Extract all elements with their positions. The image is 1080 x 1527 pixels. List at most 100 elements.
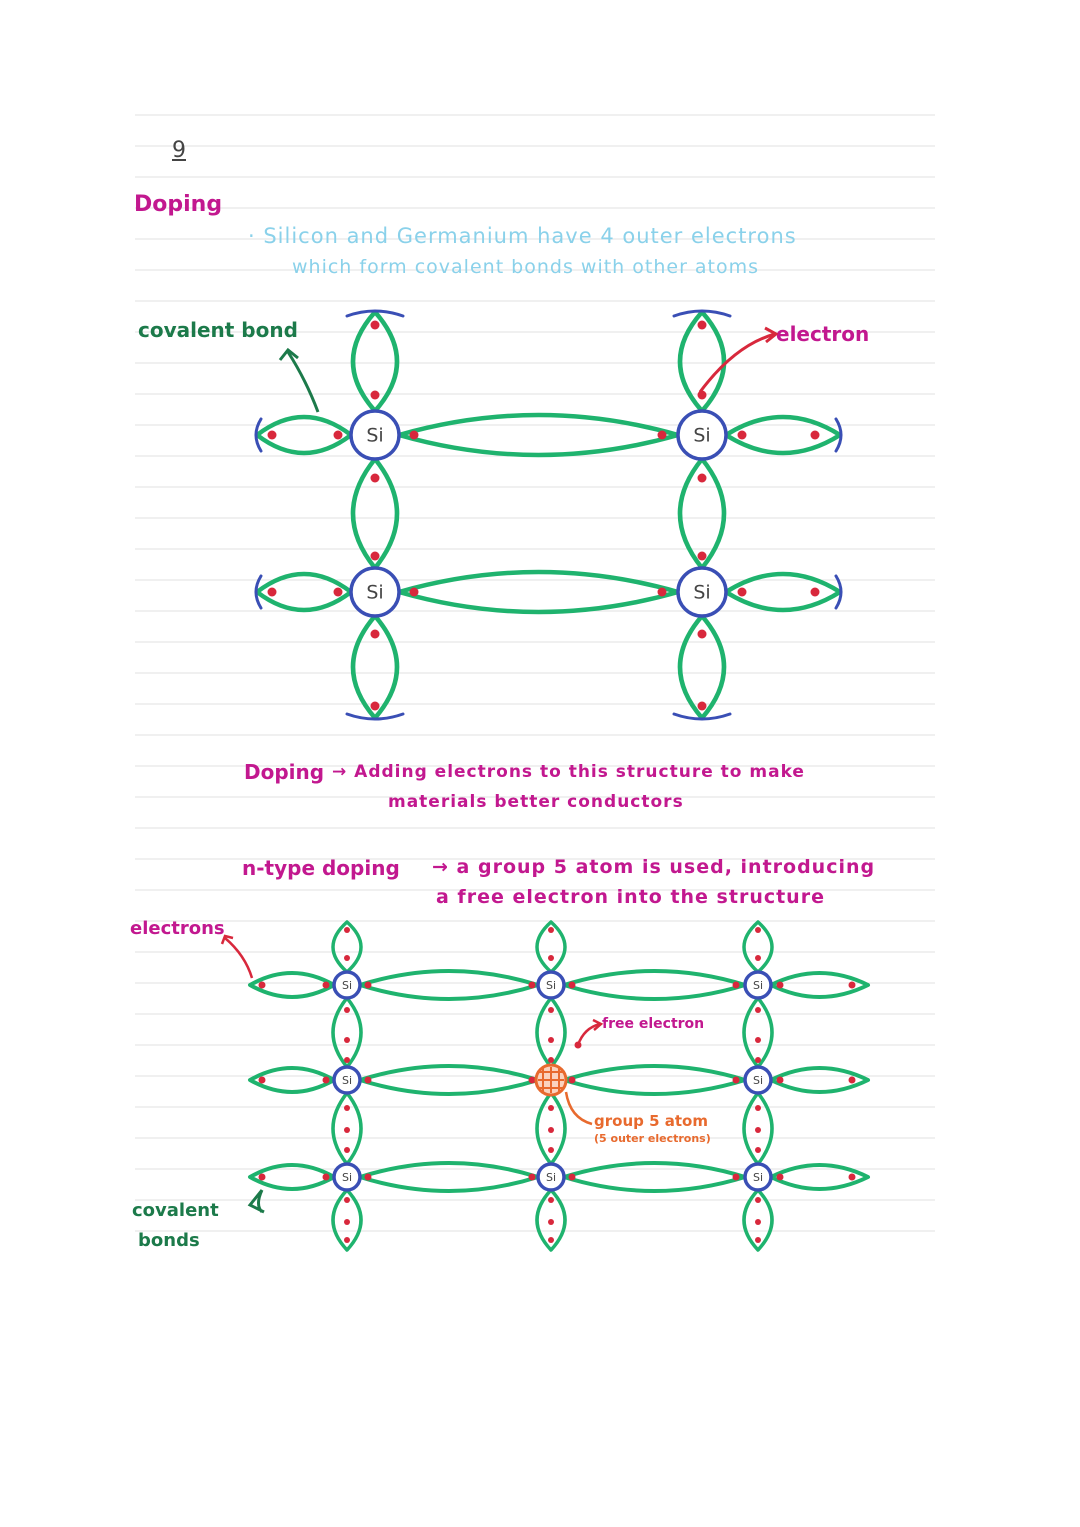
electron-dot bbox=[755, 1057, 761, 1063]
electron-dot bbox=[697, 320, 707, 330]
covalent-bond bbox=[562, 1161, 747, 1193]
electron-dot bbox=[528, 981, 536, 989]
electron-dot bbox=[697, 390, 707, 400]
covalent-bond bbox=[769, 971, 870, 999]
electron-dot bbox=[267, 587, 277, 597]
covalent-bond-arrow bbox=[286, 351, 320, 413]
electron-arrow bbox=[698, 332, 776, 393]
arrowhead bbox=[278, 347, 299, 361]
page-number: 9 bbox=[172, 138, 186, 163]
electron-dot bbox=[548, 1147, 554, 1153]
electron-dot bbox=[568, 1173, 576, 1181]
silicon-atom bbox=[536, 970, 566, 1000]
electron-dot bbox=[364, 1173, 372, 1181]
electron-dot bbox=[848, 981, 856, 989]
free-electron-arrow bbox=[576, 1022, 601, 1046]
arrowhead bbox=[592, 1018, 604, 1031]
electron-dot bbox=[370, 551, 380, 561]
covalent-bond bbox=[358, 1161, 540, 1193]
doping-term: Doping bbox=[244, 760, 325, 784]
electron-dot bbox=[344, 1007, 350, 1013]
electron-dot bbox=[848, 1173, 856, 1181]
silicon-atom bbox=[349, 566, 401, 618]
electron-dot bbox=[409, 587, 419, 597]
electron-dot bbox=[697, 473, 707, 483]
electron-dot bbox=[548, 1105, 554, 1111]
electron-dot bbox=[657, 587, 667, 597]
electron-dot bbox=[548, 1037, 554, 1043]
electron-dot bbox=[322, 1173, 330, 1181]
electron-dot bbox=[333, 587, 343, 597]
label-group5-note: (5 outer electrons) bbox=[594, 1132, 711, 1145]
electron-dot bbox=[810, 430, 820, 440]
electron-dot bbox=[697, 701, 707, 711]
silicon-atom bbox=[676, 409, 728, 461]
electron-dot bbox=[528, 1076, 536, 1084]
atom-label: Si bbox=[342, 1171, 352, 1184]
atom-label: Si bbox=[546, 1171, 556, 1184]
label-covalent-bonds-1: covalent bbox=[132, 1200, 219, 1221]
electron-dot bbox=[755, 1127, 761, 1133]
covalent-bond bbox=[562, 969, 747, 1001]
electron-dot bbox=[548, 1057, 554, 1063]
electron-dot bbox=[776, 1173, 784, 1181]
electron-dot bbox=[848, 1076, 856, 1084]
electron-dot bbox=[548, 1197, 554, 1203]
electron-dot bbox=[344, 955, 350, 961]
electron-dot bbox=[548, 927, 554, 933]
electron-dot bbox=[732, 981, 740, 989]
lattice-edge-cap bbox=[345, 309, 405, 318]
intro-line-1: · Silicon and Germanium have 4 outer ele… bbox=[248, 224, 797, 248]
electron-dot bbox=[344, 1197, 350, 1203]
silicon-atom bbox=[349, 409, 401, 461]
electron-dot bbox=[370, 320, 380, 330]
page-title: Doping bbox=[134, 192, 223, 217]
lattice-edge-cap bbox=[834, 574, 843, 610]
atom-label: Si bbox=[753, 1171, 763, 1184]
electron-dot bbox=[344, 927, 350, 933]
electron-dot bbox=[344, 1147, 350, 1153]
electron-dot bbox=[548, 1127, 554, 1133]
covalent-bond bbox=[562, 1064, 747, 1096]
electron-dot bbox=[755, 1105, 761, 1111]
silicon-atom bbox=[743, 1065, 773, 1095]
atom-label: Si bbox=[693, 582, 710, 604]
ntype-line-2: a free electron into the structure bbox=[436, 886, 825, 908]
silicon-atom bbox=[332, 970, 362, 1000]
electron-dot bbox=[370, 473, 380, 483]
electron-dot bbox=[737, 587, 747, 597]
lattice-edge-cap bbox=[254, 574, 263, 610]
electron-dot bbox=[732, 1173, 740, 1181]
electron-dot bbox=[258, 1076, 266, 1084]
electron-dot bbox=[755, 1007, 761, 1013]
electron-dot bbox=[776, 1076, 784, 1084]
label-covalent-bond: covalent bond bbox=[138, 318, 298, 342]
electron-dot bbox=[697, 551, 707, 561]
electrons-arrow bbox=[224, 937, 254, 979]
silicon-atom bbox=[332, 1162, 362, 1192]
label-free-electron: free electron bbox=[602, 1016, 705, 1032]
atom-label: Si bbox=[342, 979, 352, 992]
electron-dot bbox=[258, 981, 266, 989]
arrowhead bbox=[764, 326, 779, 344]
intro-line-2: which form covalent bonds with other ato… bbox=[292, 256, 760, 278]
electron-dot bbox=[776, 981, 784, 989]
electron-dot bbox=[568, 981, 576, 989]
electron-dot bbox=[364, 981, 372, 989]
silicon-atom bbox=[743, 970, 773, 1000]
atom-label: Si bbox=[342, 1074, 352, 1087]
electron-dot bbox=[344, 1237, 350, 1243]
electron-dot bbox=[810, 587, 820, 597]
electron-dot bbox=[568, 1076, 576, 1084]
electron-dot bbox=[528, 1173, 536, 1181]
electron-dot bbox=[409, 430, 419, 440]
electron-dot bbox=[344, 1057, 350, 1063]
silicon-atom bbox=[536, 1162, 566, 1192]
atom-label: Si bbox=[753, 1074, 763, 1087]
electron-dot bbox=[258, 1173, 266, 1181]
electron-dot bbox=[657, 430, 667, 440]
electron-dot bbox=[322, 981, 330, 989]
covalent-bond bbox=[769, 1066, 870, 1094]
